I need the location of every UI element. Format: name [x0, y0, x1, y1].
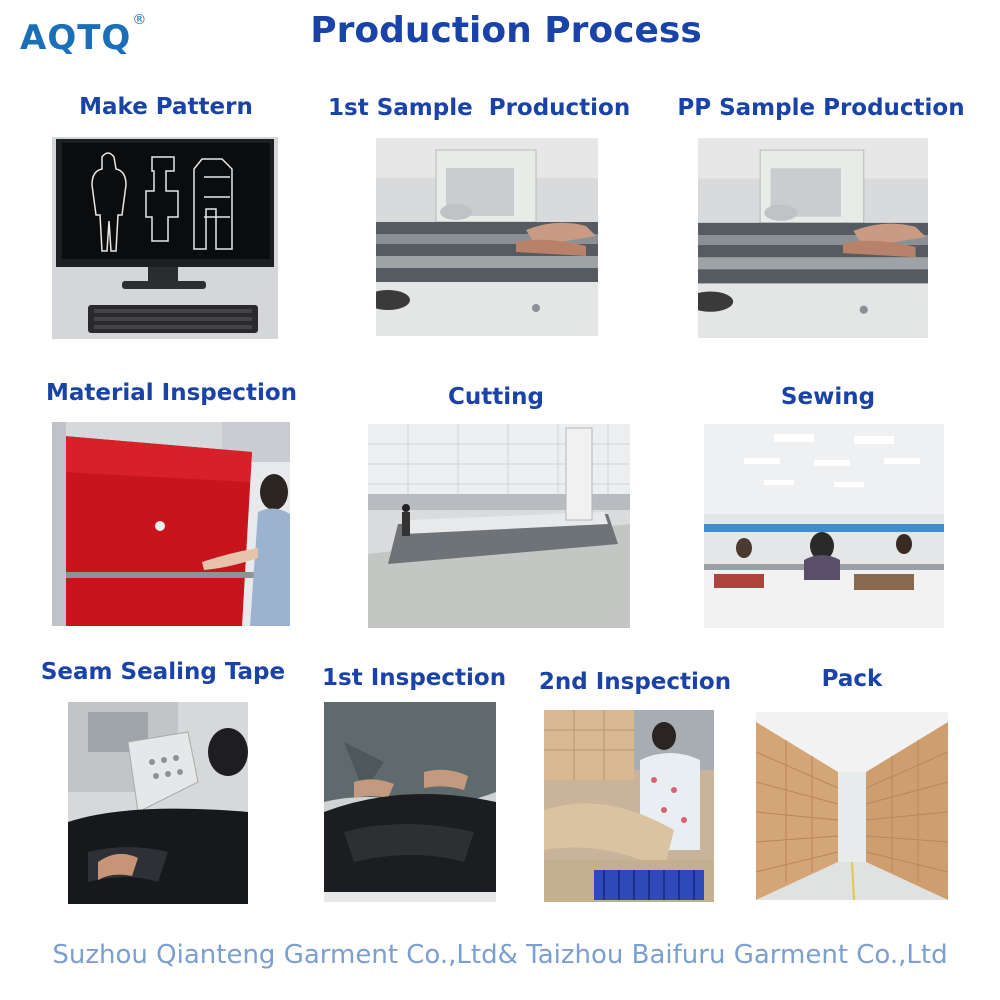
step-label-pp-sample-production: PP Sample Production [677, 95, 965, 121]
pp-sample-production-photo [698, 138, 928, 338]
step-label-material-inspection: Material Inspection [46, 380, 298, 406]
step-label-1st-inspection: 1st Inspection [322, 665, 507, 691]
material-inspection-photo [52, 422, 290, 626]
first-sample-production-photo [376, 138, 598, 336]
step-label-seam-sealing-tape: Seam Sealing Tape [40, 659, 286, 685]
seam-sealing-tape-photo [68, 702, 248, 904]
second-inspection-photo [544, 710, 714, 902]
step-label-cutting: Cutting [448, 384, 544, 410]
make-pattern-photo [52, 137, 278, 339]
first-inspection-photo [324, 702, 496, 902]
step-label-sewing: Sewing [780, 384, 876, 410]
company-footer: Suzhou Qianteng Garment Co.,Ltd& Taizhou… [52, 940, 948, 970]
step-label-2nd-inspection: 2nd Inspection [538, 669, 732, 695]
step-label-1st-sample-production: 1st Sample Production [328, 95, 631, 121]
sewing-photo [704, 424, 944, 628]
registered-mark: ® [132, 12, 148, 28]
logo-text: AQTQ [20, 18, 132, 58]
cutting-photo [368, 424, 630, 628]
step-label-make-pattern: Make Pattern [79, 94, 253, 120]
brand-logo: AQTQ® [20, 12, 146, 58]
step-label-pack: Pack [821, 666, 883, 692]
pack-photo [756, 712, 948, 900]
page-title: Production Process [310, 10, 702, 51]
